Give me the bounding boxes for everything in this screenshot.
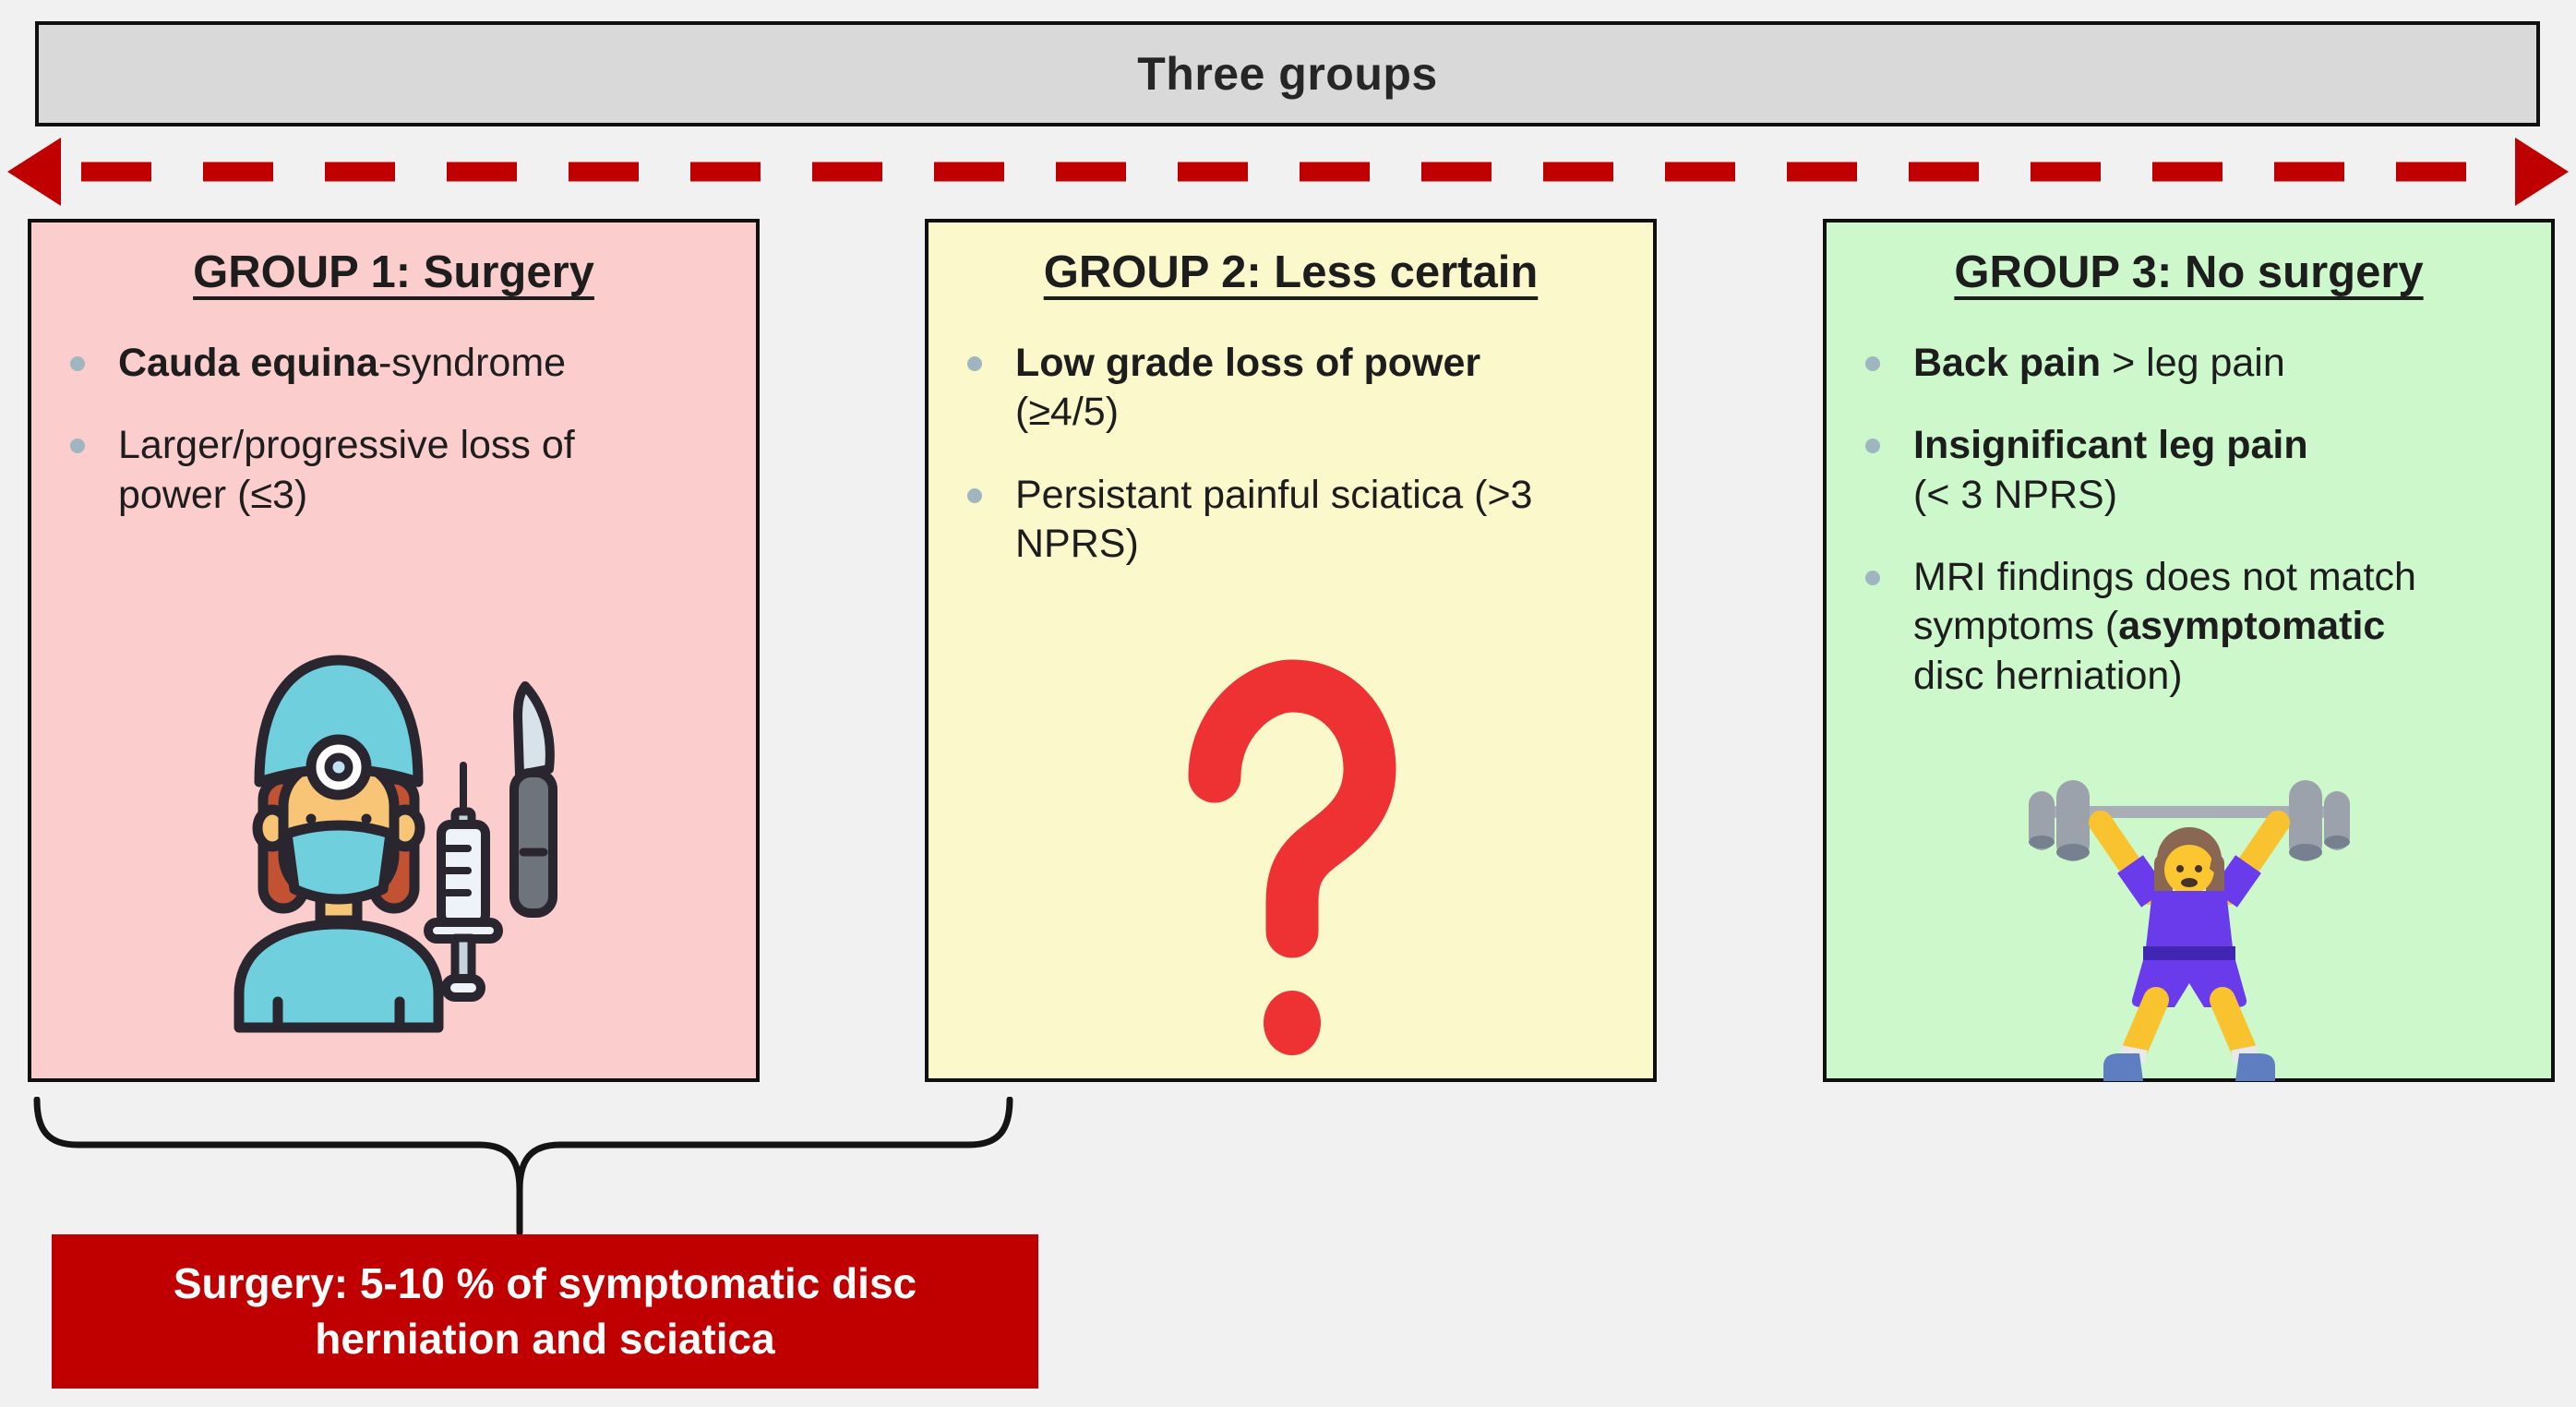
bullet-dot-icon	[1865, 356, 1880, 371]
weightlifter-icon	[2028, 780, 2350, 1081]
surgeon-icon	[234, 655, 557, 1033]
group1-title: GROUP 1: Surgery	[193, 247, 594, 297]
bullet-dot-icon	[967, 487, 982, 503]
bullet-dot-icon	[70, 439, 85, 454]
bullet-text: Cauda equina-syndrome	[118, 341, 567, 385]
bullet-text: Persistant painful sciatica (>3 NPRS)	[1015, 472, 1533, 566]
list-item: Low grade loss of power (≥4/5)	[967, 339, 1622, 438]
bullet-dot-icon	[70, 356, 85, 371]
bullet-text: Insignificant leg pain (< 3 NPRS)	[1913, 423, 2308, 517]
list-item: MRI findings does not match symptoms (as…	[1865, 553, 2520, 701]
curly-brace-icon	[33, 1096, 1013, 1236]
question-mark-icon	[1188, 659, 1396, 1055]
list-item: Insignificant leg pain (< 3 NPRS)	[1865, 421, 2520, 520]
bullet-text: Back pain > leg pain	[1913, 341, 2285, 385]
bullet-dot-icon	[1865, 439, 1880, 454]
curly-brace-svg	[33, 1096, 1013, 1236]
group2-bullet-list: Low grade loss of power (≥4/5) Persistan…	[929, 339, 1653, 569]
list-item: Larger/progressive loss of power (≤3)	[70, 421, 725, 520]
group2-less-certain-box: GROUP 2: Less certain Low grade loss of …	[925, 219, 1657, 1082]
group2-title: GROUP 2: Less certain	[1043, 247, 1539, 297]
conclusion-text: Surgery: 5-10 % of symptomatic disc hern…	[173, 1258, 917, 1363]
conclusion-box: Surgery: 5-10 % of symptomatic disc hern…	[52, 1234, 1038, 1389]
bullet-text: Low grade loss of power (≥4/5)	[1015, 341, 1481, 435]
group1-bullet-list: Cauda equina-syndrome Larger/progressive…	[31, 339, 756, 520]
bullet-text: MRI findings does not match symptoms (as…	[1913, 554, 2416, 698]
bullet-dot-icon	[967, 356, 982, 371]
list-item: Persistant painful sciatica (>3 NPRS)	[967, 471, 1622, 570]
header-bar: Three groups	[35, 21, 2540, 126]
page-title: Three groups	[1137, 48, 1438, 100]
group1-surgery-box: GROUP 1: Surgery Cauda equina-syndrome L…	[28, 219, 760, 1082]
dashed-arrow-svg	[7, 138, 2569, 206]
list-item: Cauda equina-syndrome	[70, 339, 725, 388]
group3-bullet-list: Back pain > leg pain Insignificant leg p…	[1827, 339, 2551, 701]
dashed-double-arrow-icon	[0, 129, 2576, 214]
group3-title: GROUP 3: No surgery	[1954, 247, 2424, 297]
bullet-text: Larger/progressive loss of power (≤3)	[118, 423, 575, 517]
bullet-dot-icon	[1865, 570, 1880, 585]
group3-no-surgery-box: GROUP 3: No surgery Back pain > leg pain…	[1823, 219, 2555, 1082]
list-item: Back pain > leg pain	[1865, 339, 2520, 388]
